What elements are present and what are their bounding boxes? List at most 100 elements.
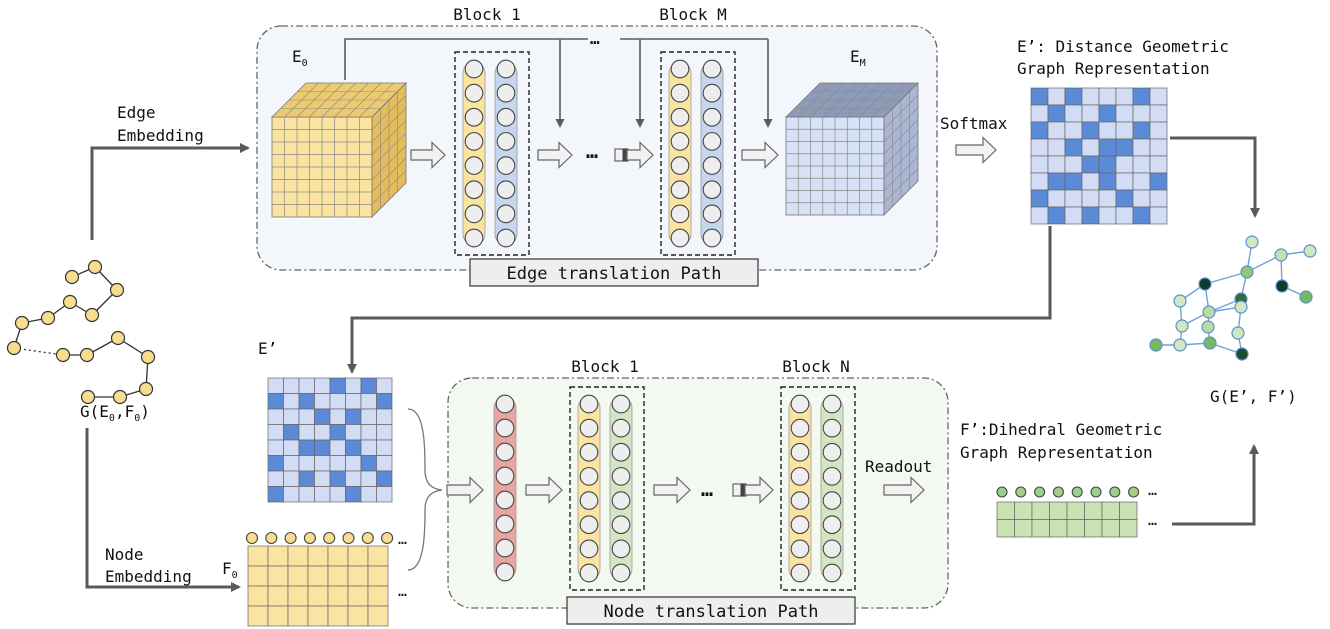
matrix-cell <box>1115 155 1134 174</box>
molecule-atom <box>109 282 125 298</box>
arrow-to-blockn <box>744 476 774 504</box>
matrix-cell <box>376 439 393 456</box>
neuron-node <box>790 442 810 462</box>
matrix-cell <box>1047 138 1066 157</box>
matrix-cell <box>1047 172 1066 191</box>
arrow-to-blockm <box>626 141 654 169</box>
neuron-node <box>579 418 599 438</box>
matrix-cell <box>314 393 331 410</box>
matrix-cell <box>1047 189 1066 208</box>
matrix-cell <box>1064 121 1083 140</box>
matrix-cell <box>307 605 329 627</box>
molecule-atom <box>87 259 103 275</box>
neuron-node <box>702 156 722 175</box>
neuron-node <box>464 59 484 79</box>
graph-node <box>1175 319 1189 333</box>
matrix-cell <box>1081 206 1100 225</box>
matrix-cell <box>329 393 346 410</box>
matrix-cell <box>345 455 362 472</box>
neuron-node <box>822 563 842 583</box>
e-prime-label: E’ <box>258 339 277 358</box>
node-block-n <box>780 386 856 591</box>
feature-dot <box>342 531 355 545</box>
matrix-cell <box>360 377 377 394</box>
dihedral-rep-line1: F’:Dihedral Geometric <box>960 420 1162 439</box>
matrix-cell <box>345 424 362 441</box>
em-label: EM <box>850 47 866 69</box>
distance-to-graph-arrow <box>1170 136 1260 218</box>
neuron-node <box>790 563 810 583</box>
neuron-node <box>702 107 722 127</box>
feature-dot <box>323 531 336 545</box>
matrix-cell <box>298 470 315 487</box>
matrix-cell <box>1098 87 1117 106</box>
matrix-cell <box>329 455 346 472</box>
node-path-panel <box>447 377 949 609</box>
arrow-merge-to-input <box>446 476 484 504</box>
matrix-cell <box>1098 155 1117 174</box>
node-feature-dots <box>245 531 394 545</box>
neuron-node <box>702 228 722 248</box>
neuron-node <box>611 539 631 559</box>
edge-bus-ellipsis: … <box>590 29 600 48</box>
matrix-cell <box>1115 138 1134 157</box>
graph-node <box>1149 338 1163 352</box>
matrix-cell <box>247 545 269 567</box>
molecule-atom <box>79 347 95 363</box>
final-graph-label: G(E’, F’) <box>1210 387 1297 406</box>
matrix-cell <box>267 605 289 627</box>
neuron-node <box>822 539 842 559</box>
input-molecule-graph <box>6 259 156 405</box>
matrix-cell <box>1132 138 1151 157</box>
dihedral-feature-matrix <box>996 501 1138 538</box>
neuron-node <box>611 394 631 414</box>
molecule-atom <box>140 349 156 365</box>
matrix-cell <box>267 545 289 567</box>
matrix-cell <box>345 393 362 410</box>
molecule-atom <box>62 294 78 310</box>
main-connectors <box>85 136 1260 592</box>
graph-input-label: G(E0,F0) <box>80 402 150 424</box>
edge-block-1 <box>454 51 530 256</box>
matrix-cell <box>345 377 362 394</box>
dihedral-to-graph-arrow <box>1172 444 1259 526</box>
matrix-cell <box>314 439 331 456</box>
graph-node <box>1202 305 1216 319</box>
arrow-block1-out <box>537 141 573 169</box>
softmax-label: Softmax <box>940 114 1008 133</box>
node-flow-ellipsis: … <box>701 477 713 501</box>
neuron-node <box>464 180 484 200</box>
matrix-cell <box>1081 189 1100 208</box>
matrix-cell <box>314 424 331 441</box>
molecule-atom <box>112 389 128 405</box>
distance-rep-line2: Graph Representation <box>1017 59 1210 78</box>
matrix-cell <box>314 377 331 394</box>
node-feature-matrix-f0 <box>247 545 389 627</box>
graph-node <box>1245 235 1259 249</box>
neuron-node <box>702 59 722 79</box>
matrix-cell <box>1098 189 1117 208</box>
matrix-cell <box>1081 104 1100 123</box>
neuron-node <box>579 563 599 583</box>
block-dashed-frame <box>454 51 530 256</box>
neuron-node <box>464 132 484 151</box>
matrix-cell <box>1098 121 1117 140</box>
matrix-cell <box>1132 87 1151 106</box>
e0-label: E0 <box>292 47 308 69</box>
matrix-cell <box>1098 172 1117 191</box>
graph-node <box>1235 347 1249 361</box>
molecule-atom <box>40 310 56 326</box>
neuron-node <box>496 204 516 224</box>
matrix-cell <box>1047 87 1066 106</box>
arrow-readout <box>883 476 925 504</box>
dihedral-dots-top: … <box>1148 481 1157 499</box>
matrix-cell <box>1149 104 1168 123</box>
matrix-cell <box>1030 189 1049 208</box>
matrix-cell <box>329 486 346 503</box>
matrix-cell <box>360 424 377 441</box>
matrix-cell <box>1030 87 1049 106</box>
arrow-input-to-block1 <box>525 476 563 504</box>
matrix-cell <box>307 585 329 607</box>
matrix-cell <box>1047 155 1066 174</box>
neuron-node <box>495 418 515 438</box>
